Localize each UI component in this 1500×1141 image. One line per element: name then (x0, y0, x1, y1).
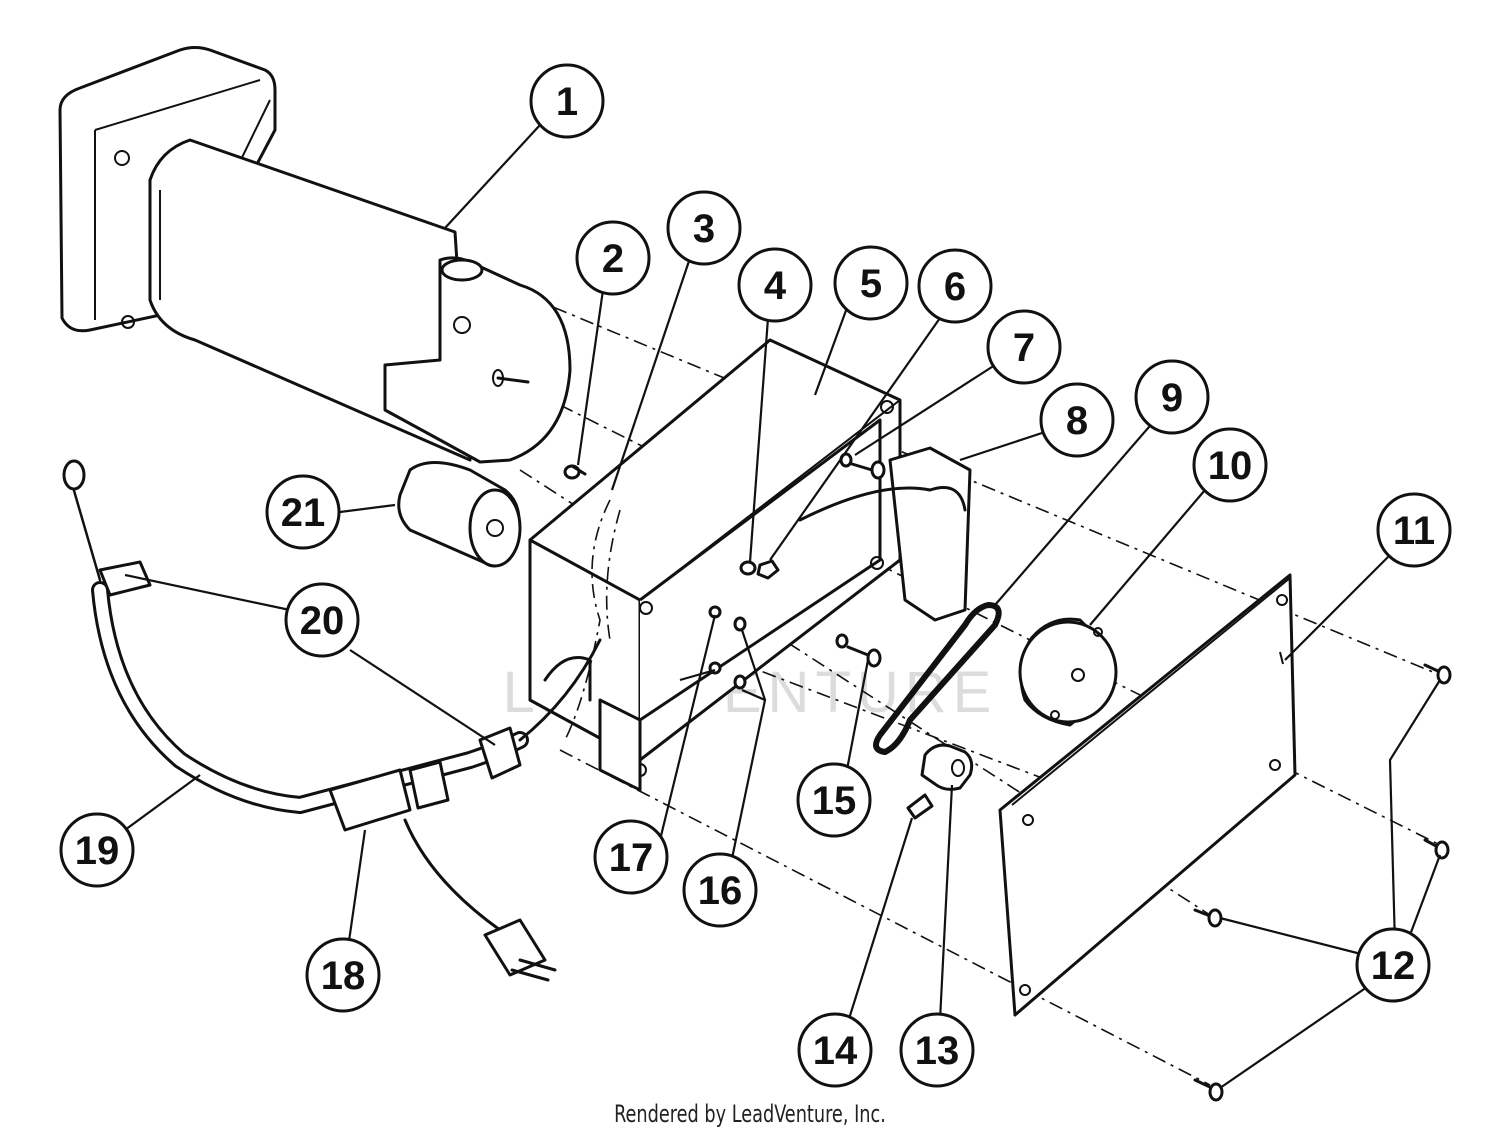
callout-9: 9 (1134, 359, 1210, 435)
belt (873, 602, 1002, 755)
screw-part-2 (563, 464, 587, 480)
callout-circle (1134, 359, 1210, 435)
callout-number: 4 (764, 264, 787, 308)
washer-nut (739, 559, 780, 580)
cover-plate (998, 573, 1297, 1017)
screw-part-7 (839, 452, 886, 480)
callout-17: 17 (593, 819, 669, 895)
callout-16: 16 (682, 852, 758, 928)
callout-13: 13 (899, 1012, 975, 1088)
callout-11: 11 (1376, 492, 1452, 568)
callout-number: 2 (602, 237, 624, 281)
callout-number: 7 (1013, 326, 1035, 370)
callout-8: 8 (1039, 382, 1115, 458)
callout-circle (796, 762, 872, 838)
callout-number: 18 (321, 954, 366, 998)
callout-number: 8 (1066, 399, 1088, 443)
callout-number: 12 (1371, 944, 1416, 988)
callout-circle (1192, 427, 1268, 503)
callout-circle (917, 248, 993, 324)
callout-number: 6 (944, 265, 966, 309)
callout-circle (59, 812, 135, 888)
wire-harness (62, 459, 602, 982)
leader-lines (124, 124, 1442, 1089)
callout-number: 16 (698, 869, 743, 913)
coupler (906, 743, 974, 820)
credit-text: Rendered by LeadVenture, Inc. (614, 1100, 886, 1128)
callout-2: 2 (575, 220, 651, 296)
callout-number: 19 (75, 829, 120, 873)
callout-circle (529, 63, 605, 139)
callout-number: 15 (812, 779, 857, 823)
bracket-part-8 (798, 446, 972, 622)
callout-circle (1376, 492, 1452, 568)
callout-20: 20 (284, 582, 360, 658)
callout-circle (986, 309, 1062, 385)
callout-circle (1039, 382, 1115, 458)
callout-circle (265, 474, 341, 550)
callout-15: 15 (796, 762, 872, 838)
callout-circle (833, 245, 909, 321)
callout-number: 10 (1208, 444, 1253, 488)
callout-21: 21 (265, 474, 341, 550)
callout-number: 1 (556, 80, 578, 124)
callout-number: 3 (693, 207, 715, 251)
callout-circle (305, 937, 381, 1013)
callout-4: 4 (737, 247, 813, 323)
callout-number: 13 (915, 1029, 960, 1073)
callout-number: 17 (609, 836, 654, 880)
callout-circle (899, 1012, 975, 1088)
callout-number: 5 (860, 262, 882, 306)
callout-19: 19 (59, 812, 135, 888)
callout-3: 3 (666, 190, 742, 266)
callout-circle (737, 247, 813, 323)
screws-part-12 (1193, 663, 1452, 1102)
callout-circle (593, 819, 669, 895)
callout-number: 11 (1393, 509, 1435, 553)
callout-7: 7 (986, 309, 1062, 385)
callout-number: 14 (813, 1029, 858, 1073)
callout-1: 1 (529, 63, 605, 139)
callout-circle (284, 582, 360, 658)
callout-circle (666, 190, 742, 266)
callout-number: 9 (1161, 376, 1183, 420)
callout-12: 12 (1355, 927, 1431, 1003)
callout-14: 14 (797, 1012, 873, 1088)
callout-number: 20 (300, 599, 345, 643)
callout-10: 10 (1192, 427, 1268, 503)
callout-5: 5 (833, 245, 909, 321)
capacitor (397, 461, 522, 568)
callout-circle (575, 220, 651, 296)
callout-number: 21 (281, 491, 326, 535)
callout-circle (1355, 927, 1431, 1003)
callout-6: 6 (917, 248, 993, 324)
motor (58, 46, 572, 464)
callout-circle (797, 1012, 873, 1088)
callout-18: 18 (305, 937, 381, 1013)
callout-circle (682, 852, 758, 928)
pulley (1018, 617, 1118, 727)
